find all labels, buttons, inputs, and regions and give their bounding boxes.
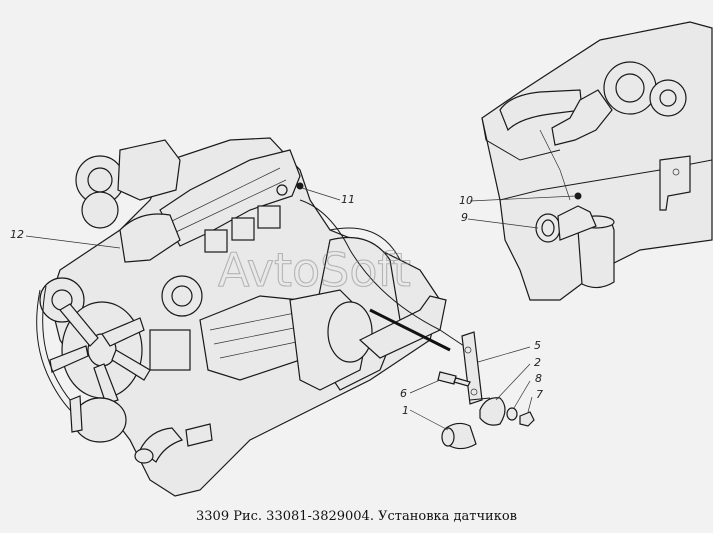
callout-5: 5 <box>534 339 541 352</box>
engine-assembly <box>36 137 471 497</box>
clamp <box>479 397 506 426</box>
callout-1: 1 <box>402 404 409 417</box>
callout-9: 9 <box>461 211 468 224</box>
callout-2: 2 <box>534 356 541 369</box>
bracket-plate <box>461 331 483 405</box>
callout-12: 12 <box>10 228 24 241</box>
bolt <box>437 371 457 385</box>
nut <box>519 411 535 427</box>
callout-labels: 1 2 5 6 7 8 9 10 11 12 <box>10 193 543 417</box>
figure-caption: 3309 Рис. 33081-3829004. Установка датчи… <box>196 509 517 524</box>
callout-7: 7 <box>536 388 543 401</box>
exploded-parts <box>437 331 535 450</box>
callout-11: 11 <box>341 193 355 206</box>
callout-6: 6 <box>400 387 407 400</box>
callout-10: 10 <box>459 194 473 207</box>
washer <box>506 407 518 421</box>
inset-detail-view <box>481 21 713 301</box>
callout-8: 8 <box>535 372 542 385</box>
watermark-text: AvtoSoft <box>218 243 411 297</box>
leader-lines <box>25 187 577 431</box>
